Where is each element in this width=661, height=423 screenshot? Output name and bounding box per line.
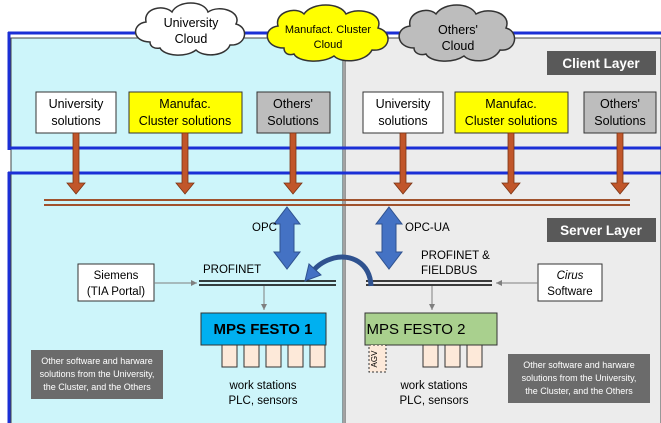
arrow-down-1 xyxy=(66,132,86,195)
server-layer-frame xyxy=(7,171,661,423)
svg-text:Client Layer: Client Layer xyxy=(562,56,640,71)
svg-text:Solutions: Solutions xyxy=(267,114,318,128)
other-software-right-box: Other software and harware solutions fro… xyxy=(508,354,650,403)
university-cloud-line1: University xyxy=(164,16,220,30)
svg-text:University: University xyxy=(376,97,432,111)
svg-text:Software: Software xyxy=(547,286,592,298)
cluster-cloud-line1: Manufact. Cluster xyxy=(285,24,372,36)
mps1-caption-line1: work stations xyxy=(228,380,296,392)
opc-ua-double-arrow xyxy=(374,206,404,270)
right-university-solutions-box: University solutions xyxy=(362,91,444,134)
university-cloud-line2: Cloud xyxy=(175,32,208,46)
mps2-caption-line2: PLC, sensors xyxy=(399,395,468,407)
university-cloud: University Cloud xyxy=(134,2,246,56)
arrow-down-2 xyxy=(175,132,195,195)
curved-link-arrow xyxy=(304,254,374,287)
others-cloud: Others' Cloud xyxy=(398,4,516,62)
svg-text:Others': Others' xyxy=(600,97,640,111)
arrow-down-3 xyxy=(283,132,303,195)
others-cloud-line2: Cloud xyxy=(442,39,475,53)
workstation-8 xyxy=(466,344,483,368)
workstation-1 xyxy=(221,344,238,368)
left-university-solutions-box: University solutions xyxy=(35,91,117,134)
mps1-caption-line2: PLC, sensors xyxy=(228,395,297,407)
agv-box xyxy=(368,344,387,373)
right-cluster-solutions-box: Manufac. Cluster solutions xyxy=(454,91,569,134)
profinet-fieldbus-line1: PROFINET & xyxy=(421,250,490,262)
others-cloud-line1: Others' xyxy=(438,23,478,37)
client-layer-label: Client Layer xyxy=(547,51,656,75)
left-cluster-solutions-box: Manufac. Cluster solutions xyxy=(128,91,243,134)
svg-text:Cirus: Cirus xyxy=(557,270,584,282)
profinet-bus-right xyxy=(366,280,492,286)
svg-text:Other software and harware: Other software and harware xyxy=(523,360,635,370)
svg-text:Manufac.: Manufac. xyxy=(159,97,210,111)
svg-text:solutions from the University,: solutions from the University, xyxy=(522,373,637,383)
arrow-down-6 xyxy=(610,132,630,195)
agv-label: AGV xyxy=(370,350,379,368)
workstation-4 xyxy=(287,344,304,368)
svg-text:Others': Others' xyxy=(273,97,313,111)
cirus-box: Cirus Software xyxy=(537,263,603,302)
other-software-left-box: Other software and harware solutions fro… xyxy=(31,350,163,399)
workstation-3 xyxy=(265,344,282,368)
mps-festo-2: MPS FESTO 2 AGV work stations PLC, senso… xyxy=(364,312,498,407)
siemens-box: Siemens (TIA Portal) xyxy=(77,263,155,302)
mps-festo-1: MPS FESTO 1 work stations PLC, sensors xyxy=(200,312,327,407)
right-others-solutions-box: Others' Solutions xyxy=(583,91,657,134)
svg-text:(TIA Portal): (TIA Portal) xyxy=(87,286,145,298)
profinet-label: PROFINET xyxy=(203,264,261,276)
arrow-down-5 xyxy=(501,132,521,195)
svg-text:MPS FESTO 2: MPS FESTO 2 xyxy=(367,321,466,338)
svg-text:University: University xyxy=(49,97,105,111)
left-others-solutions-box: Others' Solutions xyxy=(256,91,331,134)
server-layer-label: Server Layer xyxy=(547,218,656,242)
brown-down-arrows xyxy=(66,132,630,195)
svg-text:Manufac.: Manufac. xyxy=(485,97,536,111)
svg-text:solutions: solutions xyxy=(51,114,100,128)
arrow-down-4 xyxy=(393,132,413,195)
svg-text:Server Layer: Server Layer xyxy=(560,223,643,238)
workstation-6 xyxy=(422,344,439,368)
profinet-fieldbus-line2: FIELDBUS xyxy=(421,265,478,277)
opc-double-arrow xyxy=(272,206,302,270)
profinet-bus-left xyxy=(199,280,336,286)
cluster-cloud: Manufact. Cluster Cloud xyxy=(266,4,389,62)
cluster-cloud-line2: Cloud xyxy=(314,39,343,51)
svg-text:Solutions: Solutions xyxy=(594,114,645,128)
svg-text:the Cluster, and the Others: the Cluster, and the Others xyxy=(43,382,151,392)
svg-text:solutions: solutions xyxy=(378,114,427,128)
svg-text:Siemens: Siemens xyxy=(94,270,139,282)
svg-text:solutions from the University,: solutions from the University, xyxy=(40,369,155,379)
workstation-5 xyxy=(309,344,326,368)
client-server-bus xyxy=(44,199,630,206)
svg-text:Other software and harware: Other software and harware xyxy=(41,356,153,366)
opc-label: OPC xyxy=(252,222,277,234)
svg-text:Cluster solutions: Cluster solutions xyxy=(139,114,231,128)
workstation-7 xyxy=(444,344,461,368)
opc-ua-label: OPC-UA xyxy=(405,222,450,234)
svg-text:MPS FESTO 1: MPS FESTO 1 xyxy=(214,321,313,338)
svg-text:the Cluster, and the Others: the Cluster, and the Others xyxy=(525,386,633,396)
workstation-2 xyxy=(243,344,260,368)
mps2-caption-line1: work stations xyxy=(399,380,467,392)
svg-text:Cluster solutions: Cluster solutions xyxy=(465,114,557,128)
